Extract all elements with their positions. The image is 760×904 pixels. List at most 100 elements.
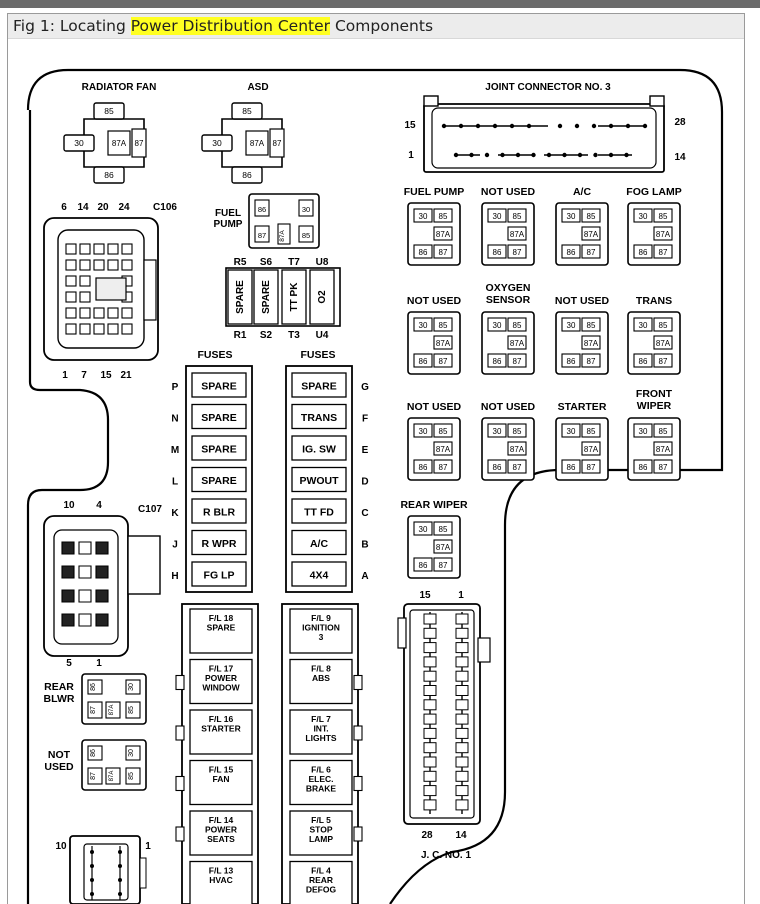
relay-terminal-label: 30 xyxy=(639,321,648,330)
relay-terminal xyxy=(581,335,601,350)
relay-terminal xyxy=(231,102,263,120)
relay-terminal-label: 85 xyxy=(659,427,668,436)
bottom-connector-pin xyxy=(118,850,122,854)
text-line: STOP xyxy=(310,825,333,835)
text-line: STARTER xyxy=(201,724,241,734)
fusible-link-cell xyxy=(289,658,353,705)
relay-terminal-label: 30 xyxy=(493,212,502,221)
bottom-connector-tab xyxy=(139,857,147,889)
jc3-pin xyxy=(608,123,614,129)
joint-connector-3-tab xyxy=(649,95,665,107)
relay-terminal-label: 86 xyxy=(639,463,648,472)
relay-terminal xyxy=(581,244,601,259)
jc1-cavity xyxy=(423,627,437,639)
relay-terminal-label: 86 xyxy=(567,248,576,257)
fuse-letter: J xyxy=(172,540,178,551)
c106-cavity xyxy=(65,323,77,335)
relay-terminal-label: 85 xyxy=(439,427,448,436)
fuse-name: TT FD xyxy=(304,507,334,519)
jc1-label: J. C. NO. 1 xyxy=(421,850,471,861)
relay-name-label: NOT USED xyxy=(555,295,610,307)
fuse-name: SPARE xyxy=(201,444,236,456)
relay-terminal-label: 86 xyxy=(419,561,428,570)
relay-terminal xyxy=(653,317,673,332)
relay-terminal-label: 87A xyxy=(109,705,115,716)
relay-name-label: NOT USED xyxy=(407,295,462,307)
relay-terminal-label: 87 xyxy=(439,248,448,257)
relay-terminal xyxy=(433,208,453,223)
relay-terminal xyxy=(561,317,581,332)
fuse-cell xyxy=(291,561,347,587)
relay-terminal xyxy=(633,244,653,259)
relay-terminal-label: 86 xyxy=(493,463,502,472)
fuse-name: R BLR xyxy=(203,507,235,519)
relay-terminal-label: 85 xyxy=(439,212,448,221)
text-line: REAR xyxy=(309,875,333,885)
text-line: POWER xyxy=(205,825,237,835)
relay-terminal-label: 87 xyxy=(659,463,668,472)
joint-connector-3-label: JOINT CONNECTOR NO. 3 xyxy=(485,82,611,93)
fusible-link-cell xyxy=(189,709,253,755)
relay-terminal xyxy=(433,226,453,241)
fuse-cell xyxy=(291,435,347,461)
fuse-letter: L xyxy=(172,477,178,488)
relay-terminal-label: 87A xyxy=(656,445,671,454)
fuse-cell xyxy=(291,466,347,493)
text-line: 3 xyxy=(319,632,324,642)
relay-terminal-label: 86 xyxy=(90,749,97,757)
small-fuse-top-label: S6 xyxy=(260,257,273,268)
bottom-connector-pin xyxy=(90,864,94,868)
jc3-pin xyxy=(526,123,532,129)
relay-terminal xyxy=(507,353,527,368)
small-fuse xyxy=(281,269,307,325)
relay-terminal xyxy=(561,459,581,474)
relay-terminal-label: 87A xyxy=(112,139,127,148)
text-line: F/L 17 xyxy=(209,664,234,674)
relay-terminal xyxy=(269,128,285,158)
text-line: WIPER xyxy=(637,400,672,412)
relay-terminal xyxy=(298,199,314,217)
text-line: OXYGEN xyxy=(486,282,531,294)
c106-top-pin-label: 20 xyxy=(97,202,109,213)
c106-cavity xyxy=(93,259,105,271)
relay-terminal-label: 85 xyxy=(128,772,135,780)
jc3-pin-15-label: 15 xyxy=(404,120,416,131)
c106-key xyxy=(95,277,127,301)
c107-cavity xyxy=(78,565,92,579)
jc1-pin-14-label: 14 xyxy=(455,830,467,841)
relay-name-label: NOT USED xyxy=(481,186,536,198)
jc1-pin-15-label: 15 xyxy=(419,590,431,601)
bottom-connector-pin xyxy=(118,864,122,868)
fusible-link-tab xyxy=(175,725,185,741)
text-line: F/L 8 xyxy=(311,664,331,674)
c106-cavity xyxy=(121,243,133,255)
c106-cavity xyxy=(107,243,119,255)
relay-terminal xyxy=(507,317,527,332)
small-fuse xyxy=(227,269,253,325)
relay-terminal-label: 86 xyxy=(567,463,576,472)
fusible-link-tab xyxy=(353,826,363,842)
relay-terminal xyxy=(507,208,527,223)
relay-terminal-label: 30 xyxy=(212,138,222,148)
relay-name-label: NOT USED xyxy=(481,401,536,413)
jc1-cavity xyxy=(455,670,469,682)
c106-cavity xyxy=(93,323,105,335)
c106-cavity xyxy=(79,243,91,255)
fuses-left-title: FUSES xyxy=(197,349,232,361)
jc1-pin-1-label: 1 xyxy=(458,590,464,601)
jc1-cavity xyxy=(423,613,437,625)
relay-terminal xyxy=(87,767,103,785)
relay-name-label: REAR WIPER xyxy=(400,499,468,511)
fuse-cell xyxy=(191,529,247,556)
relay-name-label: A/C xyxy=(573,186,592,198)
c106-cavity xyxy=(93,307,105,319)
jc3-pin xyxy=(469,152,474,158)
